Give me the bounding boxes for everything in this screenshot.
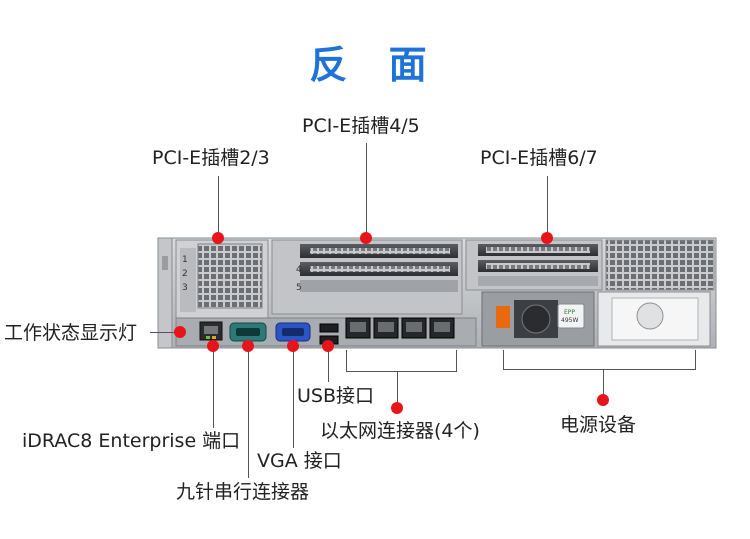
slot-number: 2 [182, 269, 188, 279]
leader-line [218, 176, 219, 238]
marker-pcie-23 [212, 232, 224, 244]
leader-line [248, 348, 249, 478]
usb-port [319, 323, 339, 333]
page-title: 反 面 [309, 43, 441, 87]
marker-usb [322, 340, 334, 352]
bracket-psu [503, 369, 696, 370]
bracket-ethernet [346, 350, 347, 372]
marker-pcie-67 [541, 232, 553, 244]
bracket-psu [503, 350, 504, 370]
bracket-ethernet [346, 371, 457, 372]
label-serial: 九针串行连接器 [176, 481, 310, 503]
leader-line [293, 348, 294, 448]
leader-line [547, 176, 548, 238]
leader-line [366, 143, 367, 238]
leader-line [603, 369, 604, 399]
slot-number: 3 [182, 283, 188, 293]
slot-number: 5 [296, 283, 302, 293]
label-idrac: iDRAC8 Enterprise 端口 [22, 430, 241, 452]
leader-line [328, 348, 329, 382]
label-pcie-45: PCI-E插槽4/5 [302, 115, 420, 137]
leader-line [150, 332, 180, 333]
label-pcie-23: PCI-E插槽2/3 [152, 147, 270, 169]
marker-ethernet [391, 402, 403, 414]
marker-idrac [207, 340, 219, 352]
label-pcie-67: PCI-E插槽6/7 [480, 147, 598, 169]
riser-grill-2-3 [197, 243, 263, 309]
label-usb: USB接口 [297, 385, 375, 407]
psu-badge-top: EPP [564, 309, 575, 316]
leader-line [397, 371, 398, 407]
label-ethernet: 以太网连接器(4个) [320, 420, 480, 442]
bracket-psu [695, 350, 696, 370]
slot-number: 1 [182, 255, 188, 265]
marker-psu [597, 394, 609, 406]
leader-line [213, 348, 214, 428]
marker-vga [287, 340, 299, 352]
marker-serial [242, 340, 254, 352]
psu-badge-watt: 495W [561, 317, 578, 324]
label-psu: 电源设备 [560, 414, 637, 436]
slot-number: 4 [296, 265, 302, 275]
label-status-led: 工作状态显示灯 [4, 322, 138, 344]
bracket-ethernet [456, 350, 457, 372]
marker-status-led [174, 326, 186, 338]
left-ear [157, 237, 173, 349]
label-vga: VGA 接口 [257, 450, 342, 472]
marker-pcie-45 [360, 232, 372, 244]
